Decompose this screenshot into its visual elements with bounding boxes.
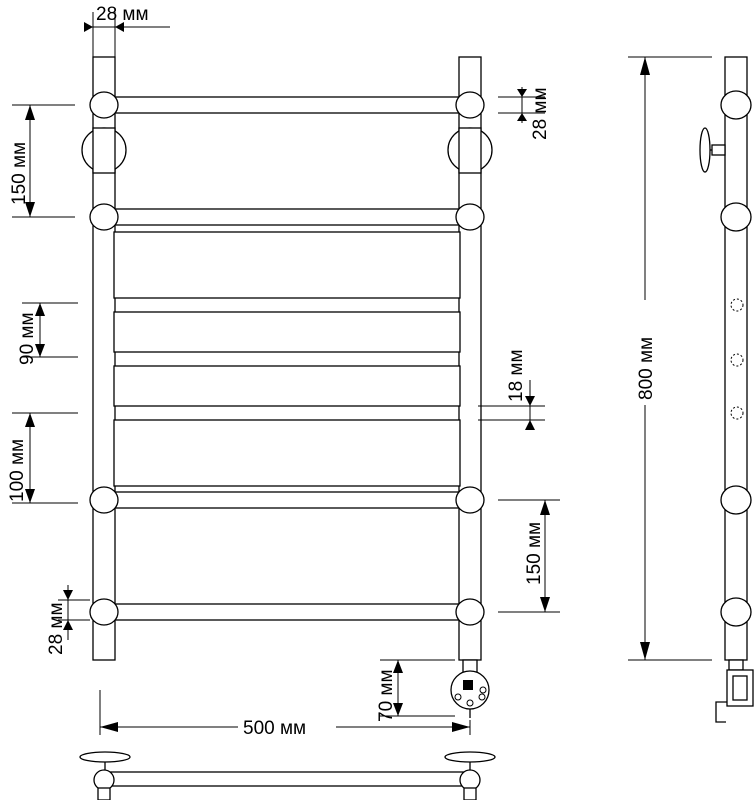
dim-top-rail-thickness: 28 мм	[530, 87, 551, 140]
rail-3	[114, 491, 460, 509]
dim-width: 500 мм	[243, 718, 306, 739]
heater-controller	[450, 659, 490, 718]
joint-balls	[89, 91, 485, 626]
dim-bottom-spacing: 150 мм	[524, 522, 545, 585]
rail-2	[114, 208, 460, 226]
height-dimension: 800 мм	[628, 56, 712, 661]
dim-pipe-width: 28 мм	[96, 4, 149, 25]
dim-mid-spacing: 100 мм	[7, 439, 28, 502]
slat-4	[113, 419, 461, 487]
dim-slat-height: 90 мм	[17, 312, 38, 365]
slat-1	[113, 231, 461, 299]
dim-height: 800 мм	[636, 337, 657, 400]
dim-slat-gap: 18 мм	[506, 349, 527, 402]
rail-4	[114, 603, 460, 621]
dim-bottom-rail-thickness: 28 мм	[46, 602, 67, 655]
dim-top-spacing: 150 мм	[9, 142, 30, 205]
top-view	[79, 751, 496, 800]
dim-heater-offset: 70 мм	[376, 669, 397, 722]
front-dimensions: 28 мм 150 мм 90 мм 100 мм 28 мм	[7, 4, 560, 739]
side-view	[699, 56, 754, 723]
front-view	[81, 56, 493, 718]
rail-1	[114, 96, 460, 114]
slat-2	[113, 311, 461, 353]
slat-3	[113, 365, 461, 407]
